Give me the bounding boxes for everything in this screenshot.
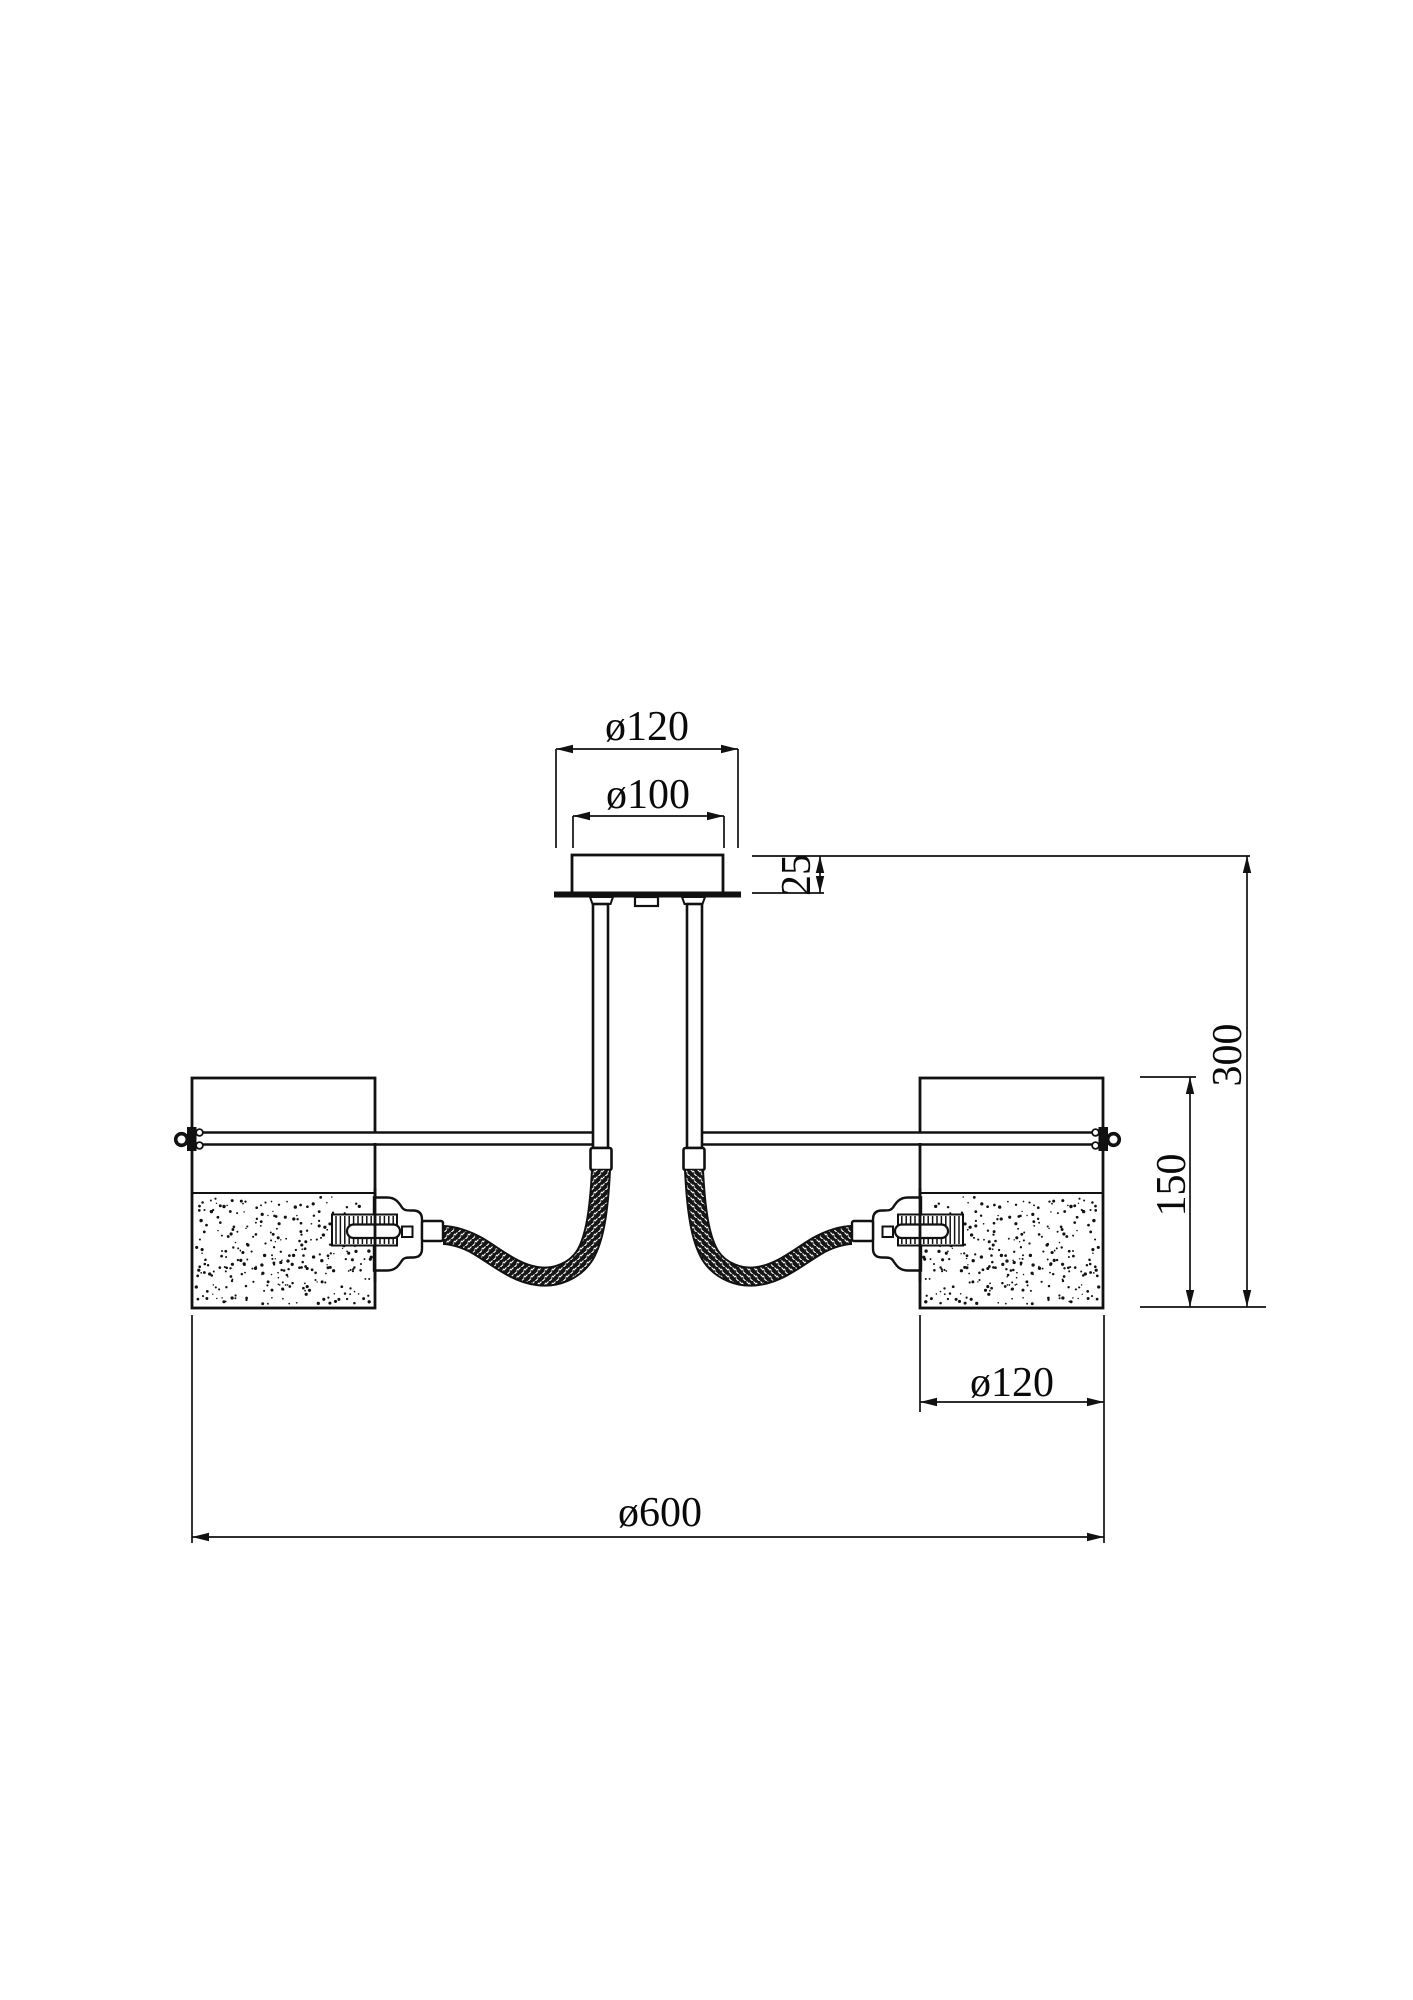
braided-cable bbox=[442, 1169, 611, 1287]
vertical-rod bbox=[591, 902, 610, 1150]
rod-collar bbox=[589, 1146, 613, 1172]
ceiling-canopy bbox=[554, 853, 741, 908]
fixture-left-side bbox=[173, 896, 615, 1310]
dimension-lines bbox=[191, 748, 1266, 1543]
dim-label-shade-height: 150 bbox=[1149, 1154, 1195, 1217]
dim-label-total-height: 300 bbox=[1205, 1024, 1251, 1087]
arm-end-finial bbox=[173, 1127, 204, 1151]
finial-ring-icon bbox=[173, 1131, 190, 1148]
socket-keyhole bbox=[401, 1225, 414, 1238]
canopy-flange bbox=[554, 891, 741, 898]
dim-label-canopy-inner: ø100 bbox=[606, 772, 690, 818]
dimension-labels: ø120 ø100 25 300 150 ø120 ø600 bbox=[605, 704, 1251, 1536]
dim-label-canopy-outer: ø120 bbox=[605, 704, 689, 750]
cable-gland bbox=[420, 1219, 445, 1243]
fixture-right-side bbox=[682, 897, 1119, 1308]
dim-label-total-diameter: ø600 bbox=[618, 1490, 702, 1536]
canopy-body bbox=[570, 853, 725, 895]
dim-label-shade-diameter: ø120 bbox=[970, 1360, 1054, 1406]
horizontal-arm bbox=[197, 1131, 593, 1146]
socket-slot bbox=[345, 1223, 402, 1240]
dim-label-canopy-height: 25 bbox=[774, 854, 820, 896]
lamp-socket bbox=[331, 1188, 445, 1282]
canopy-center-nub bbox=[633, 895, 660, 908]
finial-nut bbox=[187, 1127, 197, 1151]
